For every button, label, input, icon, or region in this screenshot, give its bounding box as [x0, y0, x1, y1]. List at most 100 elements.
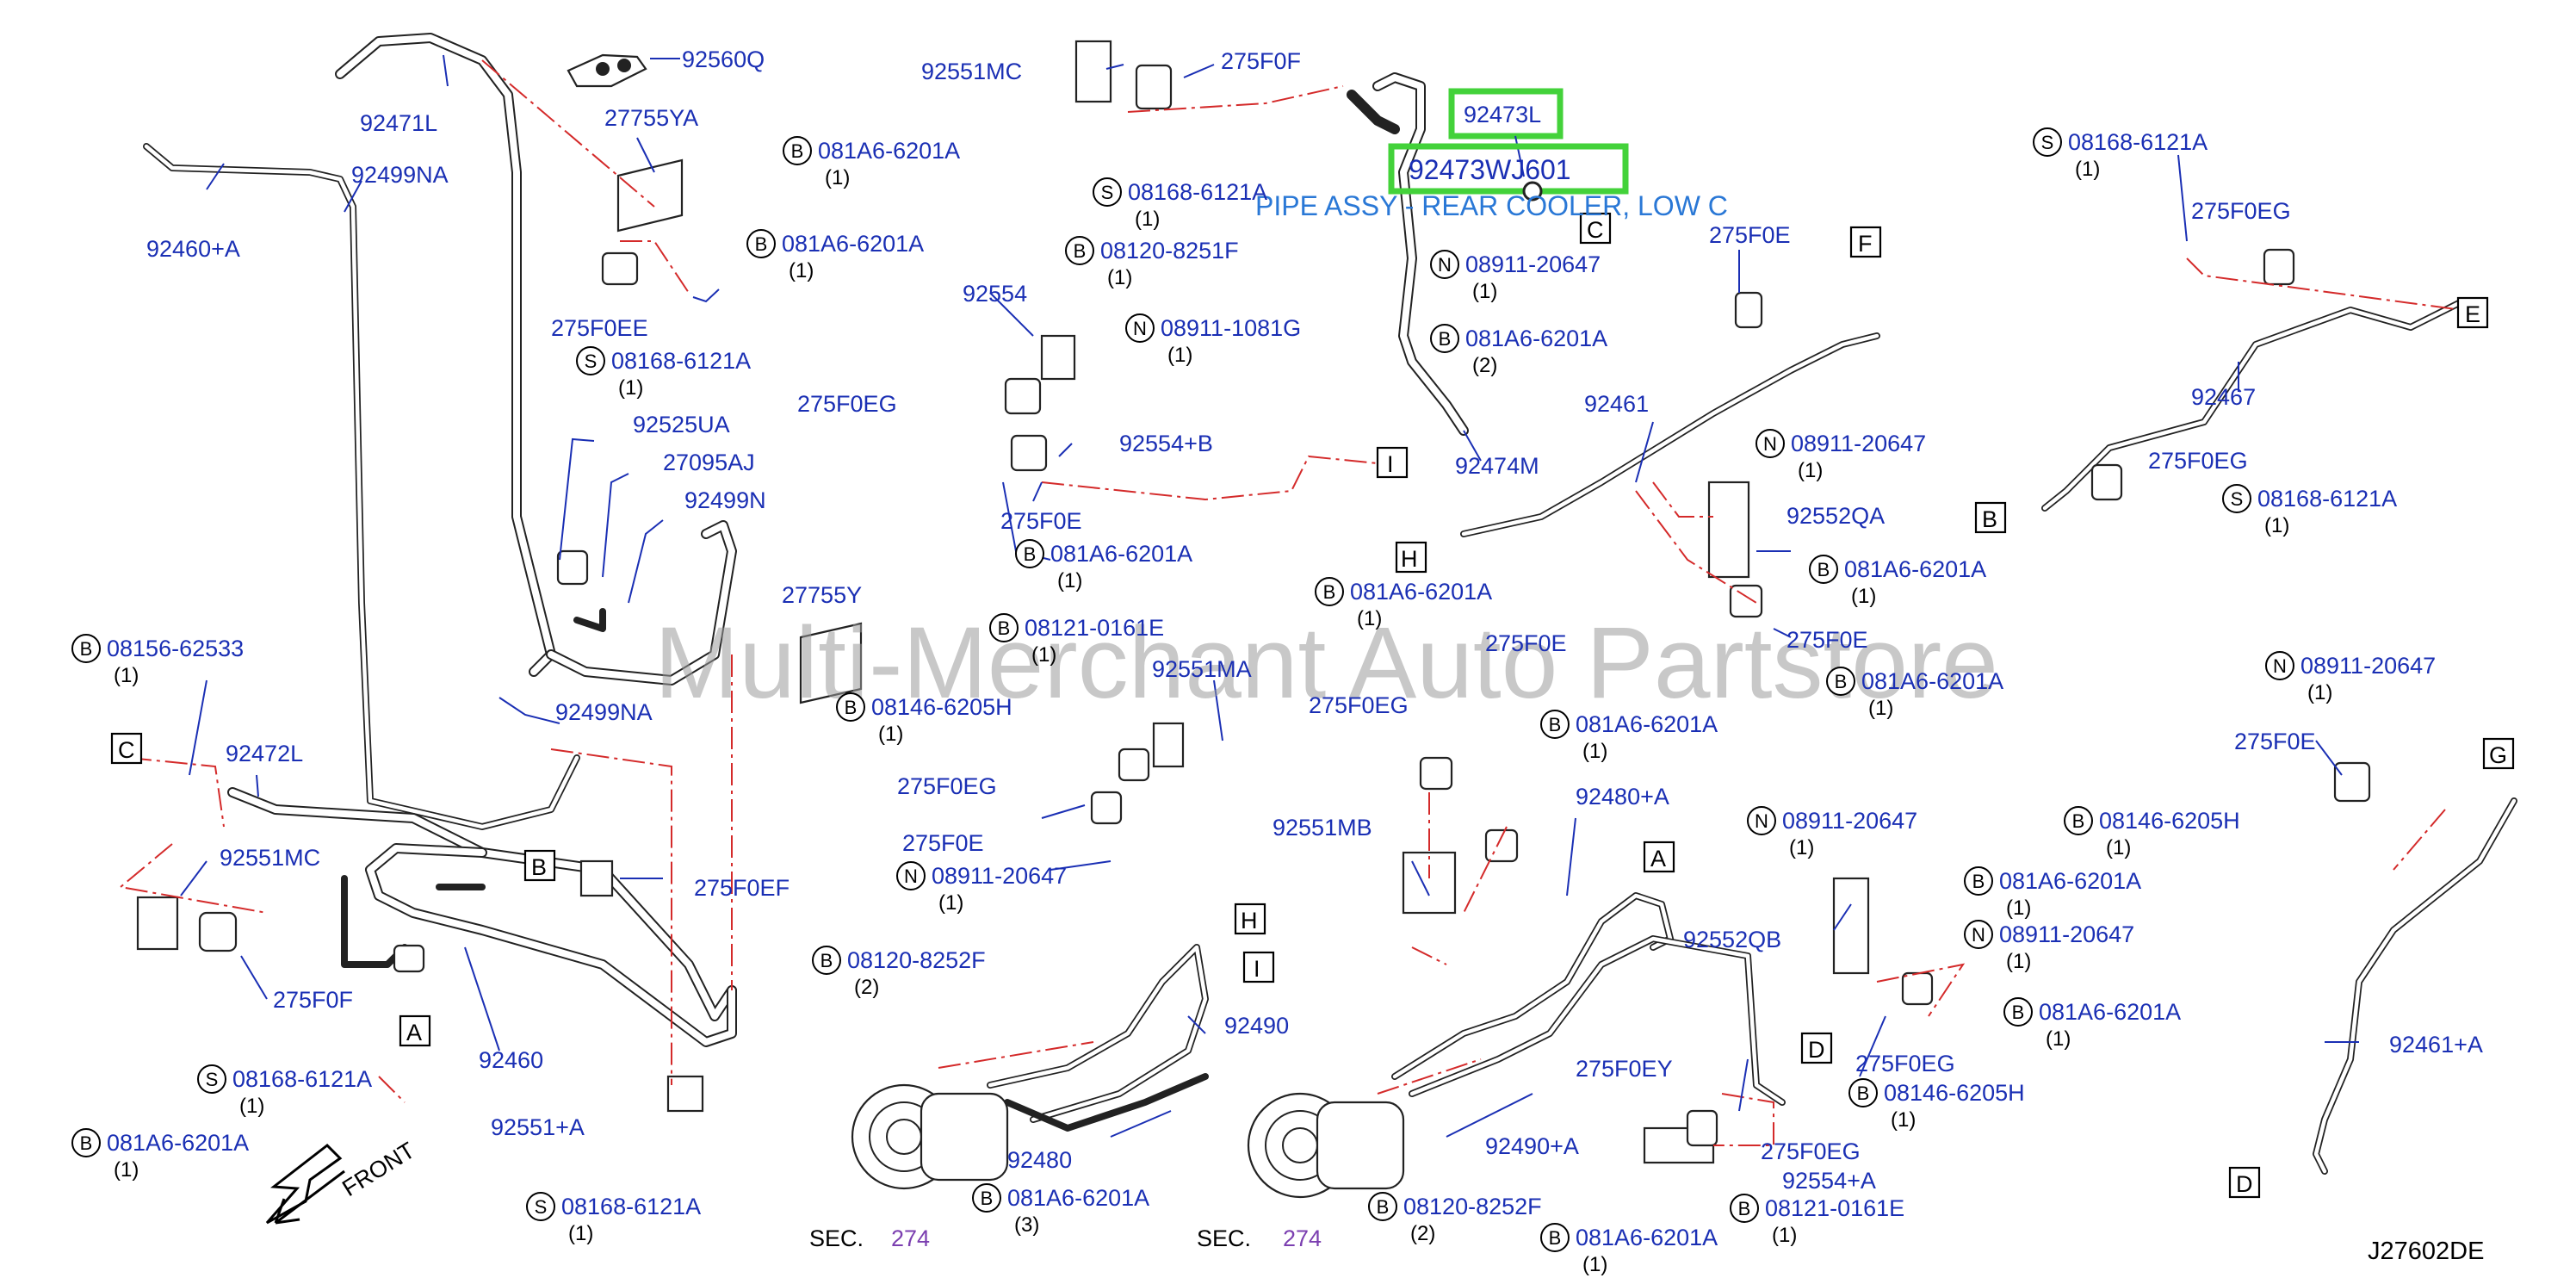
- part-label[interactable]: 92551+A: [491, 1114, 585, 1140]
- part-label[interactable]: 92552QA: [1786, 503, 1885, 529]
- callout-part-number[interactable]: 08168-6121A: [611, 348, 751, 374]
- callout-part-number[interactable]: 081A6-6201A: [1844, 556, 1986, 582]
- callout-part-number[interactable]: 081A6-6201A: [2039, 999, 2181, 1025]
- part-label[interactable]: 275F0EG: [1761, 1138, 1861, 1164]
- callout-part-number[interactable]: 08911-20647: [1791, 431, 1926, 456]
- part-label[interactable]: 92460+A: [146, 236, 240, 262]
- part-label[interactable]: 92499NA: [351, 162, 449, 188]
- part-label[interactable]: 275F0E: [2234, 729, 2316, 754]
- part-label[interactable]: 275F0E: [902, 830, 984, 856]
- callout-part-number[interactable]: 081A6-6201A: [1465, 326, 1607, 351]
- part-label[interactable]: 92525UA: [633, 412, 730, 437]
- part-label[interactable]: 92560Q: [682, 47, 765, 72]
- part-label[interactable]: 275F0E: [1000, 508, 1082, 534]
- highlight-part-number[interactable]: 92473L: [1464, 102, 1541, 127]
- part-label[interactable]: 92551MC: [220, 845, 320, 871]
- part-label[interactable]: 92461: [1584, 391, 1649, 417]
- part-label[interactable]: 92460: [479, 1047, 543, 1073]
- callout-part-number[interactable]: 08911-20647: [1465, 251, 1601, 277]
- part-label[interactable]: 92472L: [226, 741, 303, 766]
- callout-part-number[interactable]: 08120-8251F: [1100, 238, 1239, 264]
- part-label[interactable]: 92480+A: [1576, 784, 1669, 810]
- part-label[interactable]: 92471L: [360, 110, 437, 136]
- part-label[interactable]: 92461+A: [2389, 1032, 2483, 1058]
- part-label[interactable]: 92499NA: [555, 699, 653, 725]
- part-label[interactable]: 92499N: [684, 487, 766, 513]
- part-label[interactable]: 275F0EE: [551, 315, 648, 341]
- callout-part-number[interactable]: 08146-6205H: [871, 694, 1012, 720]
- part-label[interactable]: 275F0E: [1485, 630, 1567, 656]
- part-label[interactable]: 275F0E: [1709, 222, 1791, 248]
- part-label[interactable]: 27755Y: [782, 582, 862, 608]
- callout-part-number[interactable]: 08911-1081G: [1161, 315, 1301, 341]
- callout-part-number[interactable]: 08168-6121A: [2257, 486, 2397, 512]
- part-label[interactable]: 275F0F: [273, 987, 353, 1013]
- callout-part-number[interactable]: 081A6-6201A: [1350, 579, 1492, 605]
- part-label[interactable]: 92554+A: [1782, 1168, 1876, 1194]
- section-link-1[interactable]: 274: [891, 1225, 930, 1251]
- callout-part-number[interactable]: 081A6-6201A: [107, 1130, 249, 1156]
- callout-part-number[interactable]: 08121-0161E: [1765, 1195, 1904, 1221]
- part-label[interactable]: 27755YA: [604, 105, 698, 131]
- callout-part-number[interactable]: 081A6-6201A: [818, 138, 960, 164]
- part-label[interactable]: 275F0EG: [1309, 692, 1409, 718]
- part-label[interactable]: 92490: [1224, 1013, 1289, 1039]
- callout-part-number[interactable]: 08121-0161E: [1025, 615, 1164, 641]
- part-label[interactable]: 92551MC: [921, 59, 1022, 84]
- callout-part-number[interactable]: 08911-20647: [1999, 921, 2134, 947]
- highlight-catalog-number[interactable]: 92473WJ601: [1409, 154, 1571, 185]
- part-label[interactable]: 92474M: [1455, 453, 1539, 479]
- part-label[interactable]: 92554: [963, 281, 1027, 307]
- part-label[interactable]: 27095AJ: [663, 450, 755, 475]
- part-label[interactable]: 92551MB: [1273, 815, 1372, 841]
- callout-part-number[interactable]: 08168-6121A: [2068, 129, 2208, 155]
- callout-part-number[interactable]: 08911-20647: [932, 863, 1067, 889]
- callout-part-number[interactable]: 08911-20647: [2300, 653, 2436, 679]
- part-label[interactable]: 92554+B: [1119, 431, 1213, 456]
- part-label[interactable]: 275F0EG: [797, 391, 897, 417]
- part-label[interactable]: 275F0EY: [1576, 1056, 1673, 1082]
- callout-part-number[interactable]: 08120-8252F: [1403, 1194, 1542, 1219]
- section-link-2[interactable]: 274: [1283, 1225, 1322, 1251]
- callout-part-number[interactable]: 08146-6205H: [2099, 808, 2240, 834]
- callout-part-number[interactable]: 081A6-6201A: [1050, 541, 1192, 567]
- part-label[interactable]: 92467: [2191, 384, 2256, 410]
- part-label[interactable]: 92490+A: [1485, 1133, 1579, 1159]
- part-label[interactable]: 275F0E: [1786, 627, 1868, 653]
- part-label[interactable]: 275F0EG: [2148, 448, 2248, 474]
- callout-part-number[interactable]: 08168-6121A: [232, 1066, 372, 1092]
- callout-part-number[interactable]: 081A6-6201A: [1007, 1185, 1149, 1211]
- callout-part-number[interactable]: 08156-62533: [107, 636, 244, 661]
- callout-part-number[interactable]: 081A6-6201A: [1999, 868, 2141, 894]
- part-label[interactable]: 92480: [1007, 1147, 1072, 1173]
- callout-part-number[interactable]: 081A6-6201A: [1576, 1225, 1718, 1250]
- part-label[interactable]: 92551MA: [1152, 656, 1252, 682]
- part-label[interactable]: 275F0F: [1221, 48, 1301, 74]
